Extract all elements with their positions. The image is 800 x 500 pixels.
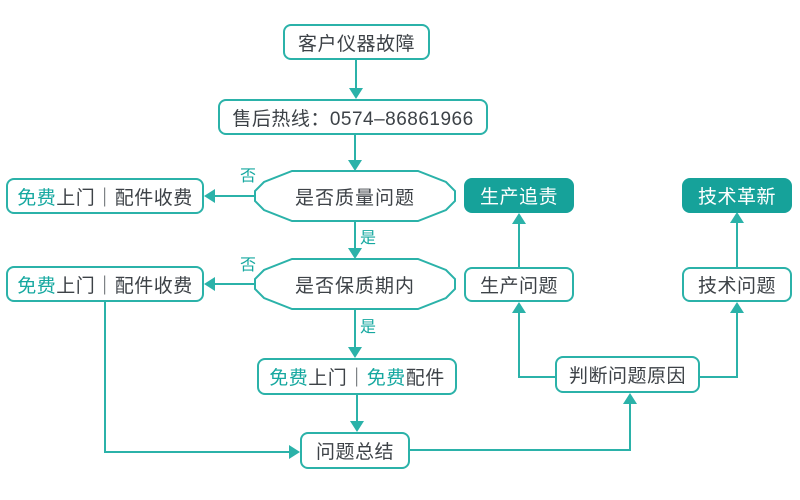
paid-parts-label: 上门｜配件收费 (56, 187, 193, 209)
free-label-accent: 免费 (17, 275, 57, 297)
free-label-accent: 免费 (269, 368, 309, 389)
connector-judge-production (518, 313, 555, 378)
node-free-visit-paid-parts-top: 免费上门｜配件收费 (6, 178, 204, 214)
node-judge-cause: 判断问题原因 (555, 356, 700, 393)
node-tech-innovation: 技术革新 (682, 178, 792, 213)
node-free-visit-free-parts: 免费上门｜免费配件 (257, 358, 457, 395)
edge-label-quality-no: 否 (240, 168, 257, 185)
free-label-accent: 免费 (17, 187, 57, 209)
decision-quality-shape (254, 170, 456, 222)
node-tech-issue: 技术问题 (682, 267, 792, 302)
edge-label-warranty-no: 否 (240, 257, 257, 274)
parts-label: 配件 (405, 368, 445, 389)
edge-label-quality-yes: 是 (360, 230, 377, 247)
arrowhead-down (348, 347, 362, 358)
connector-leftbox-summary (104, 302, 289, 453)
arrowhead-down (349, 88, 363, 99)
node-production-accountability: 生产追责 (464, 178, 574, 213)
arrowhead-right (289, 445, 300, 459)
arrowhead-down (350, 421, 364, 432)
node-production-issue: 生产问题 (464, 267, 574, 302)
node-after-sales-hotline: 售后热线：0574–86861966 (218, 99, 488, 135)
node-summary: 问题总结 (300, 432, 410, 469)
arrowhead-left (204, 277, 215, 291)
decision-warranty-label: 是否保质期内 (294, 275, 415, 297)
arrowhead-up (730, 212, 744, 223)
arrowhead-left (204, 189, 215, 203)
connector-judge-tech (700, 313, 738, 378)
arrowhead-down (348, 160, 362, 171)
decision-quality-label: 是否质量问题 (294, 187, 415, 209)
connector-summary-judge (410, 404, 631, 451)
arrowhead-up (730, 302, 744, 313)
node-customer-instrument-failure: 客户仪器故障 (283, 24, 430, 60)
arrowhead-down (348, 248, 362, 259)
visit-label: 上门｜ (308, 368, 367, 389)
edge-label-warranty-yes: 是 (360, 319, 377, 336)
free-label-accent: 免费 (366, 368, 406, 389)
arrowhead-up (623, 393, 637, 404)
paid-parts-label: 上门｜配件收费 (56, 275, 193, 297)
arrowhead-up (512, 302, 526, 313)
decision-warranty-shape (254, 258, 456, 310)
arrowhead-up (512, 213, 526, 224)
node-free-visit-paid-parts-bottom: 免费上门｜配件收费 (6, 266, 204, 302)
